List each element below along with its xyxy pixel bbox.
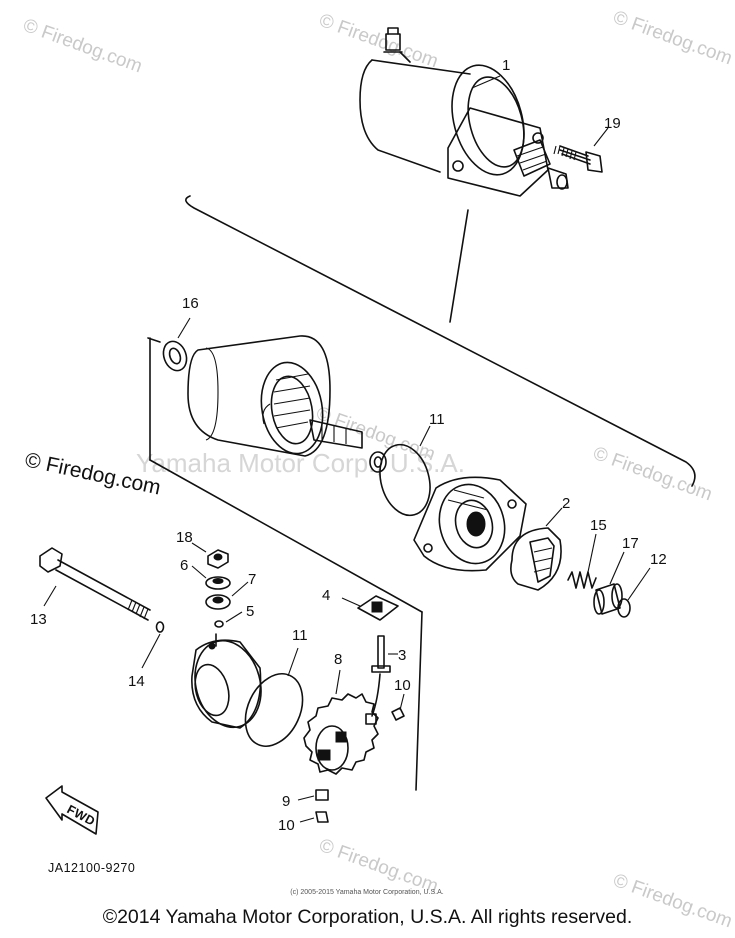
watermark-mid-right: © Firedog.com — [590, 443, 715, 505]
callout-5[interactable]: 5 — [246, 603, 254, 620]
o-ring-14 — [141, 621, 165, 669]
callout-11-upper[interactable]: 11 — [429, 411, 445, 428]
callout-2[interactable]: 2 — [562, 495, 570, 512]
callout-17[interactable]: 17 — [622, 535, 639, 552]
starter-motor-assembly — [359, 27, 569, 197]
rear-cover — [191, 633, 262, 729]
nut-washer-stack — [191, 542, 249, 628]
callout-11-lower[interactable]: 11 — [292, 627, 308, 644]
callout-18[interactable]: 18 — [176, 529, 193, 546]
collar-17 — [593, 551, 625, 615]
copyright-footer: ©2014 Yamaha Motor Corporation, U.S.A. A… — [102, 906, 633, 928]
brush-9 — [297, 789, 329, 801]
callout-13[interactable]: 13 — [30, 611, 47, 628]
watermark-top-left: © Firedog.com — [20, 15, 145, 77]
spring-15 — [567, 533, 597, 589]
callout-10-upper[interactable]: 10 — [394, 677, 411, 694]
washer-16 — [162, 317, 191, 372]
callout-8[interactable]: 8 — [334, 651, 342, 668]
callout-7[interactable]: 7 — [248, 571, 256, 588]
fwd-direction-arrow[interactable]: FWD — [45, 785, 99, 835]
callout-3[interactable]: 3 — [398, 647, 406, 664]
through-bolt-13 — [39, 547, 151, 621]
bolt-19 — [553, 127, 609, 173]
callout-19[interactable]: 19 — [604, 115, 621, 132]
brush-holder-8 — [303, 669, 379, 775]
clip-10-upper — [391, 693, 405, 721]
o-ring-11-upper — [379, 425, 431, 517]
watermark-top-right: © Firedog.com — [610, 7, 735, 69]
watermark-top-center: © Firedog.com — [316, 10, 441, 72]
diagram-code: JA12100-9270 — [48, 861, 135, 875]
callout-6[interactable]: 6 — [180, 557, 188, 574]
yoke-armature — [187, 335, 387, 473]
brush-plate-4 — [341, 595, 399, 621]
callout-4[interactable]: 4 — [322, 587, 330, 604]
pinion-gear-2 — [510, 507, 563, 591]
exploded-group-outline — [147, 195, 696, 791]
callout-15[interactable]: 15 — [590, 517, 607, 534]
clip-10-lower — [299, 811, 329, 823]
small-copyright: (c) 2005-2015 Yamaha Motor Corporation, … — [290, 889, 443, 896]
callout-16[interactable]: 16 — [182, 295, 199, 312]
callout-14[interactable]: 14 — [128, 673, 145, 690]
callout-10-lower[interactable]: 10 — [278, 817, 295, 834]
o-ring-11-lower — [244, 647, 304, 747]
front-cover — [413, 476, 527, 572]
clip-12 — [617, 567, 651, 618]
callout-12[interactable]: 12 — [650, 551, 667, 568]
callout-9[interactable]: 9 — [282, 793, 290, 810]
callout-layer: 1 19 16 11 2 15 17 12 18 6 7 5 4 13 14 1… — [30, 57, 667, 834]
watermark-layer: © Firedog.com © Firedog.com © Firedog.co… — [20, 7, 735, 932]
callout-1[interactable]: 1 — [502, 57, 510, 74]
